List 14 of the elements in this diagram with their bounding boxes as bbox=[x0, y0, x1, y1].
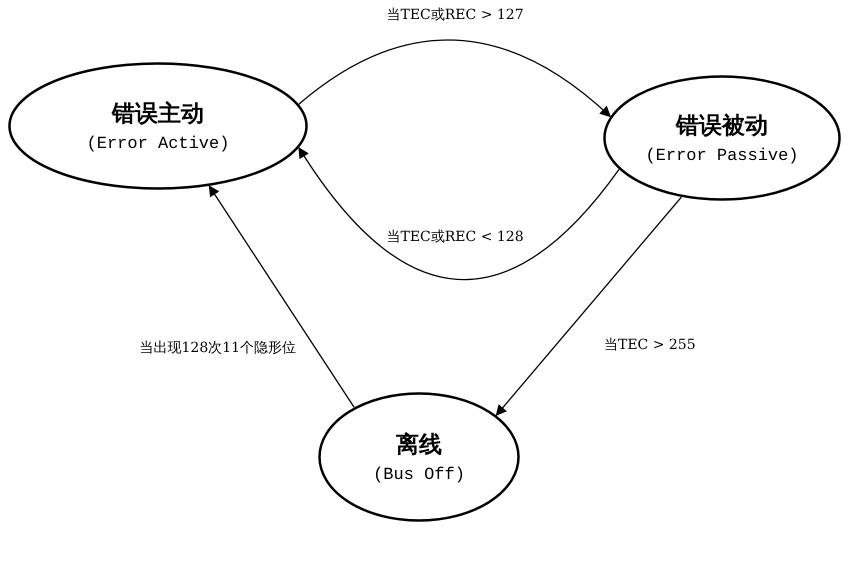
transition-arrow bbox=[208, 185, 355, 408]
edge-label: 当TEC或REC > 127 bbox=[384, 6, 526, 24]
state-title: 错误被动 bbox=[676, 111, 768, 141]
state-title: 错误主动 bbox=[112, 99, 204, 129]
transition-arrow bbox=[298, 146, 620, 280]
edge-label: 当TEC > 255 bbox=[602, 336, 698, 354]
edge-label: 当TEC或REC < 128 bbox=[384, 228, 526, 246]
state-subtitle: (Error Active) bbox=[86, 135, 230, 154]
state-subtitle: (Error Passive) bbox=[645, 147, 799, 166]
state-title: 离线 bbox=[396, 430, 442, 460]
transition-arrow bbox=[496, 196, 682, 416]
edge-label: 当出现128次11个隐形位 bbox=[138, 339, 298, 357]
transition-arrow bbox=[298, 40, 611, 118]
state-subtitle: (Bus Off) bbox=[373, 466, 465, 485]
